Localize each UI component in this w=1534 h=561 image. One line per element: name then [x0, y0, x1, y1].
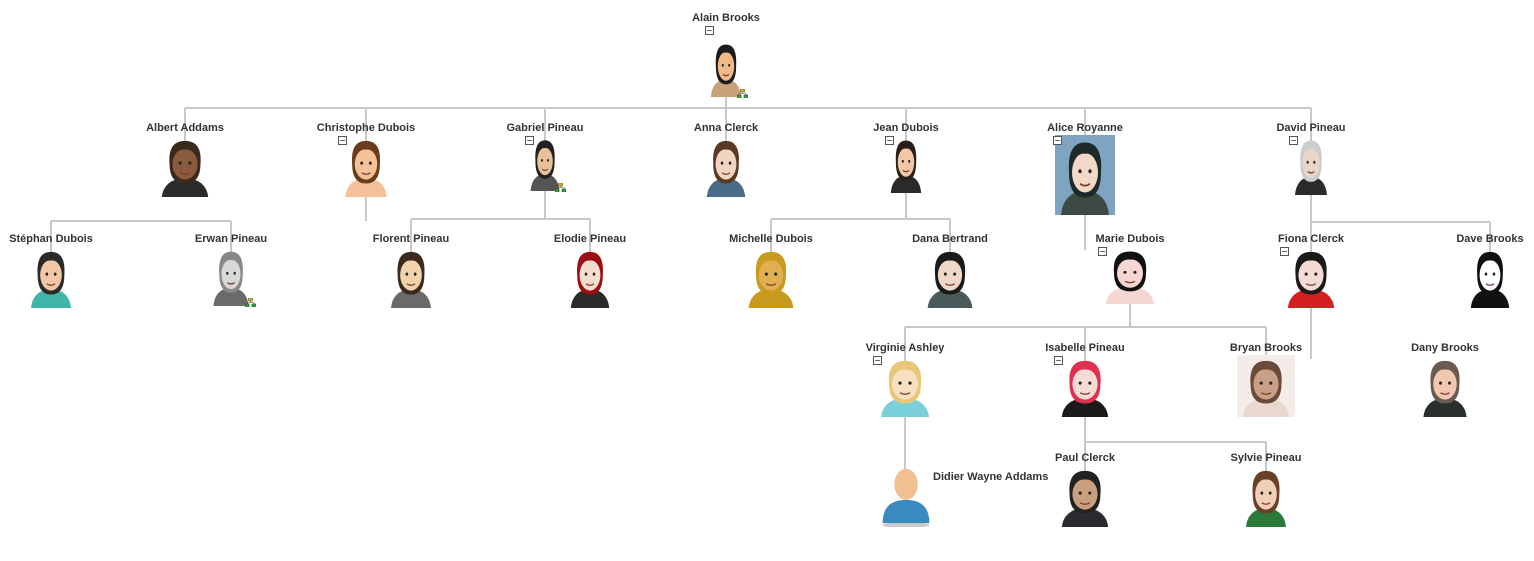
person-name: Michelle Dubois	[729, 233, 813, 245]
avatar[interactable]	[1282, 246, 1340, 308]
person-node-marie[interactable]: Marie Dubois −	[1055, 232, 1205, 342]
avatar[interactable]	[1466, 246, 1514, 308]
avatar[interactable]	[1291, 135, 1331, 195]
subordinates-icon[interactable]	[736, 85, 749, 99]
person-name: Fiona Clerck	[1277, 233, 1345, 245]
person-name: Bryan Brooks	[1229, 342, 1303, 354]
person-node-didier[interactable]: Didier Wayne Addams	[831, 451, 1048, 561]
person-node-fiona[interactable]: Fiona Clerck −	[1236, 232, 1386, 342]
person-node-dany[interactable]: Dany Brooks	[1370, 341, 1520, 451]
person-node-florent[interactable]: Florent Pineau	[336, 232, 486, 342]
person-node-david[interactable]: David Pineau −	[1236, 121, 1386, 231]
person-node-virginie[interactable]: Virginie Ashley −	[830, 341, 980, 451]
person-node-stephan[interactable]: Stéphan Dubois	[0, 232, 126, 342]
person-name: Gabriel Pineau	[506, 122, 584, 134]
avatar[interactable]	[527, 135, 563, 191]
person-node-alain[interactable]: Alain Brooks −	[651, 11, 801, 121]
avatar[interactable]	[1056, 355, 1114, 417]
connector-lines	[50, 97, 1491, 473]
person-node-christophe[interactable]: Christophe Dubois −	[291, 121, 441, 231]
person-name: Albert Addams	[146, 122, 224, 134]
person-node-isabelle[interactable]: Isabelle Pineau −	[1010, 341, 1160, 451]
person-name: Isabelle Pineau	[1045, 342, 1125, 354]
person-name: Anna Clerck	[693, 122, 759, 134]
collapse-toggle-icon[interactable]: −	[1280, 247, 1289, 256]
avatar[interactable]	[1237, 355, 1295, 417]
person-name: Florent Pineau	[372, 233, 450, 245]
collapse-toggle-icon[interactable]: −	[1289, 136, 1298, 145]
avatar[interactable]	[707, 39, 745, 97]
avatar[interactable]	[340, 135, 392, 197]
person-name: Didier Wayne Addams	[933, 471, 1049, 483]
person-node-dave[interactable]: Dave Brooks	[1415, 232, 1534, 342]
person-name: Sylvie Pineau	[1230, 452, 1302, 464]
org-chart: Alain Brooks − Albert Addams Christophe Dub…	[0, 11, 1534, 527]
person-name: Dany Brooks	[1411, 342, 1479, 354]
collapse-toggle-icon[interactable]: −	[1054, 356, 1063, 365]
person-node-anna[interactable]: Anna Clerck	[651, 121, 801, 231]
avatar[interactable]	[1056, 465, 1114, 527]
avatar[interactable]	[743, 246, 799, 308]
person-name: Marie Dubois	[1095, 233, 1165, 245]
person-name: Dana Bertrand	[912, 233, 988, 245]
person-name: Dave Brooks	[1456, 233, 1524, 245]
person-name: David Pineau	[1276, 122, 1346, 134]
default-user-icon[interactable]	[879, 465, 933, 527]
avatar[interactable]	[209, 246, 253, 306]
avatar[interactable]	[386, 246, 436, 308]
avatar[interactable]	[1241, 465, 1291, 527]
collapse-toggle-icon[interactable]: −	[885, 136, 894, 145]
subordinates-icon[interactable]	[244, 294, 257, 308]
person-node-elodie[interactable]: Elodie Pineau	[515, 232, 665, 342]
collapse-toggle-icon[interactable]: −	[873, 356, 882, 365]
avatar[interactable]	[875, 355, 935, 417]
person-name: Jean Dubois	[873, 122, 939, 134]
person-node-albert[interactable]: Albert Addams	[110, 121, 260, 231]
collapse-toggle-icon[interactable]: −	[1098, 247, 1107, 256]
person-node-michelle[interactable]: Michelle Dubois	[696, 232, 846, 342]
avatar[interactable]	[1100, 246, 1160, 304]
collapse-toggle-icon[interactable]: −	[525, 136, 534, 145]
avatar[interactable]	[566, 246, 614, 308]
avatar[interactable]	[26, 246, 76, 308]
person-node-gabriel[interactable]: Gabriel Pineau −	[470, 121, 620, 231]
collapse-toggle-icon[interactable]: −	[705, 26, 714, 35]
person-node-alice[interactable]: Alice Royanne −	[1010, 121, 1160, 231]
person-node-dana[interactable]: Dana Bertrand	[875, 232, 1025, 342]
subordinates-icon[interactable]	[554, 179, 567, 193]
person-node-bryan[interactable]: Bryan Brooks	[1191, 341, 1341, 451]
avatar[interactable]	[1055, 135, 1115, 215]
person-node-paul[interactable]: Paul Clerck	[1010, 451, 1160, 561]
avatar[interactable]	[887, 135, 925, 193]
person-name: Christophe Dubois	[316, 122, 416, 134]
person-node-jean[interactable]: Jean Dubois −	[831, 121, 981, 231]
person-name: Erwan Pineau	[194, 233, 268, 245]
person-node-erwan[interactable]: Erwan Pineau	[156, 232, 306, 342]
avatar[interactable]	[702, 135, 750, 197]
avatar[interactable]	[156, 135, 214, 197]
avatar[interactable]	[922, 246, 978, 308]
person-name: Virginie Ashley	[865, 342, 945, 354]
person-name: Elodie Pineau	[553, 233, 627, 245]
person-name: Paul Clerck	[1055, 452, 1115, 464]
person-name: Alice Royanne	[1047, 122, 1123, 134]
avatar[interactable]	[1418, 355, 1472, 417]
person-name: Stéphan Dubois	[9, 233, 93, 245]
collapse-toggle-icon[interactable]: −	[338, 136, 347, 145]
person-node-sylvie[interactable]: Sylvie Pineau	[1191, 451, 1341, 561]
collapse-toggle-icon[interactable]: −	[1053, 136, 1062, 145]
person-name: Alain Brooks	[692, 12, 760, 24]
